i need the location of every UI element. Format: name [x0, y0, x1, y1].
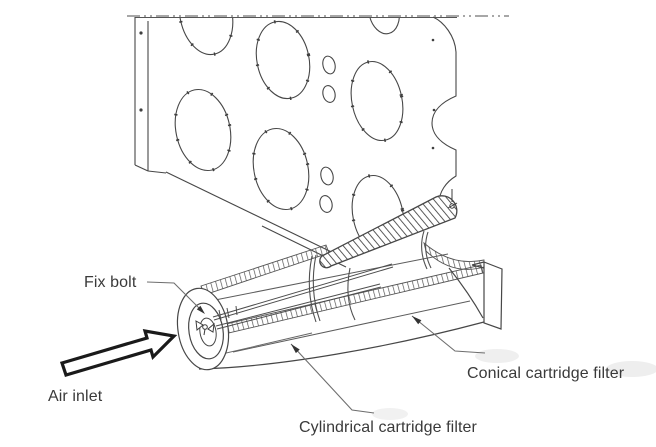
leader-cylindrical — [290, 343, 375, 414]
cylinder-open-end — [176, 287, 230, 371]
label-fix-bolt: Fix bolt — [84, 274, 137, 291]
air-flow-arrow-icon — [59, 328, 178, 377]
leader-arrowhead-icon — [412, 316, 422, 325]
perforated-plate — [134, 16, 457, 268]
paper-smudges — [372, 349, 656, 420]
plate-right-edge — [431, 16, 457, 204]
label-conical: Conical cartridge filter — [467, 365, 625, 382]
conical-filter — [319, 189, 458, 269]
fix-bolt — [195, 320, 215, 336]
plate-left-flange — [134, 17, 167, 174]
label-cylindrical: Cylindrical cartridge filter — [299, 419, 477, 436]
leader-fix-bolt — [146, 281, 205, 314]
tie-rods — [212, 263, 394, 330]
cylindrical-filter — [176, 230, 485, 371]
end-plate — [471, 261, 503, 330]
plate-hole — [173, 17, 406, 257]
leader-conical — [411, 315, 486, 354]
support-ribs — [308, 230, 432, 323]
label-air-inlet: Air inlet — [48, 388, 103, 405]
cone-end-stud — [447, 189, 458, 209]
leader-arrowhead-icon — [196, 305, 205, 314]
leader-arrowhead-icon — [291, 344, 300, 354]
